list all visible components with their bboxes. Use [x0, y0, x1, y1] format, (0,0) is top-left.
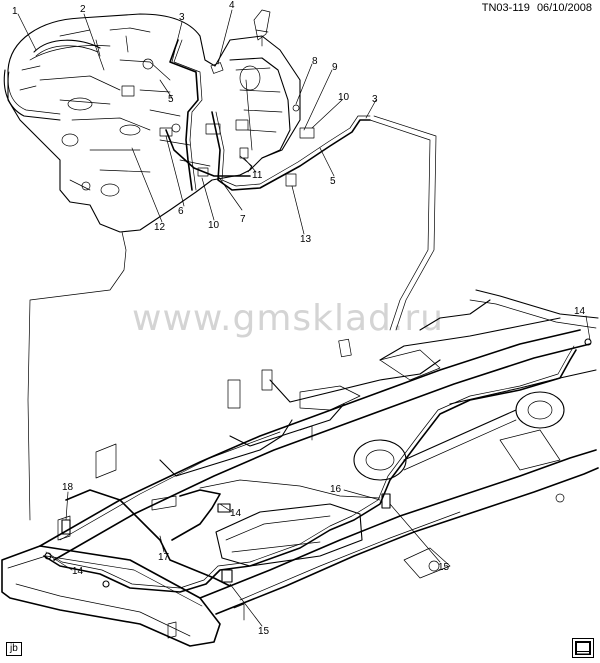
- callout-18: 18: [62, 482, 74, 493]
- callout-13: 13: [300, 234, 312, 245]
- callout-leaders: [17, 9, 591, 627]
- callout-10: 10: [338, 92, 350, 103]
- watermark-text: www.gmsklad.ru: [132, 298, 444, 339]
- callout-1: 1: [12, 6, 18, 17]
- callout-17: 17: [158, 552, 170, 563]
- engine-fuel-lines: [121, 39, 371, 191]
- callout-16: 16: [330, 484, 342, 495]
- vehicle-frame: [1, 289, 599, 647]
- callout-14-rear: 14: [574, 306, 586, 317]
- callout-labels: 1 2 3 4 5 6 7 8 9 10 3 10 11 12 13 5 14 …: [12, 0, 586, 637]
- callout-8: 8: [312, 56, 318, 67]
- diagram-code: TN03-119: [481, 2, 530, 14]
- callout-15-bottom: 15: [258, 626, 270, 637]
- gm-logo-icon: [572, 638, 594, 658]
- callout-9: 9: [332, 62, 338, 73]
- frame-brake-lines: [43, 338, 592, 593]
- engine-transmission-assembly: [3, 9, 301, 233]
- callout-6: 6: [178, 206, 184, 217]
- callout-12: 12: [154, 222, 166, 233]
- callout-14-mid: 14: [230, 508, 242, 519]
- callout-3-right: 3: [372, 94, 378, 105]
- callout-5: 5: [168, 94, 174, 105]
- footer-tag: jb: [6, 642, 22, 656]
- callout-15-right: 15: [438, 562, 450, 573]
- callout-11: 11: [252, 170, 263, 181]
- connector-guide-lines: [27, 115, 437, 521]
- callout-10-lower: 10: [208, 220, 220, 231]
- callout-2: 2: [80, 4, 86, 15]
- callout-7: 7: [240, 214, 246, 225]
- diagram-date: 06/10/2008: [536, 2, 592, 14]
- diagram-header: TN03-119 06/10/2008: [482, 2, 592, 14]
- callout-3: 3: [179, 12, 185, 23]
- callout-14-front: 14: [72, 566, 84, 577]
- callout-4: 4: [229, 0, 235, 11]
- callout-5-right: 5: [330, 176, 336, 187]
